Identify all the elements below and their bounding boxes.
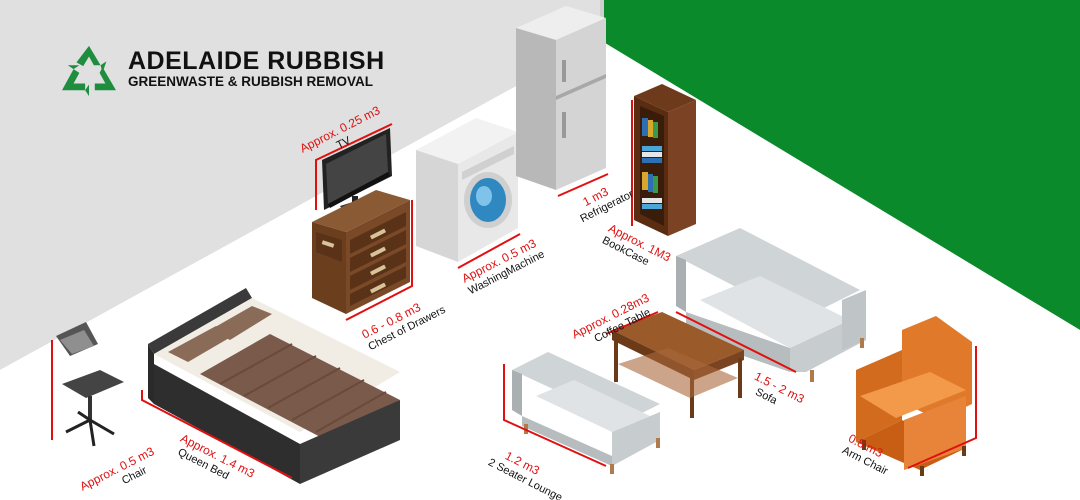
green-wall	[600, 0, 1080, 330]
washer-dimension-line	[457, 233, 521, 269]
armchair-dimension-line	[907, 346, 977, 469]
bed-dimension-line	[141, 390, 293, 479]
chest-dimension-line	[345, 200, 413, 321]
chest-of-drawers-icon	[312, 190, 410, 314]
fridge-dimension-line	[557, 173, 609, 197]
office-chair-icon	[56, 322, 124, 447]
sofa-dimension-line	[675, 311, 797, 373]
tv-dimension-line	[315, 123, 393, 210]
bookcase-icon	[634, 84, 696, 236]
coffee-table-icon	[612, 312, 744, 418]
brand-logo: ADELAIDE RUBBISH GREENWASTE & RUBBISH RE…	[60, 44, 400, 100]
grey-wall	[0, 0, 600, 370]
two-seater-lounge-icon	[512, 352, 660, 474]
arm-chair-icon	[856, 316, 972, 476]
queen-bed-icon	[148, 288, 400, 484]
washing-machine-icon	[416, 118, 518, 262]
coffee-dimension-line	[605, 311, 659, 335]
brand-name: ADELAIDE RUBBISH	[128, 47, 385, 75]
refrigerator-icon	[516, 6, 606, 190]
dimension-lines	[51, 100, 977, 479]
lounge-dimension-line	[503, 364, 607, 467]
brand-tagline: GREENWASTE & RUBBISH REMOVAL	[128, 74, 374, 89]
recycle-icon	[62, 45, 116, 97]
